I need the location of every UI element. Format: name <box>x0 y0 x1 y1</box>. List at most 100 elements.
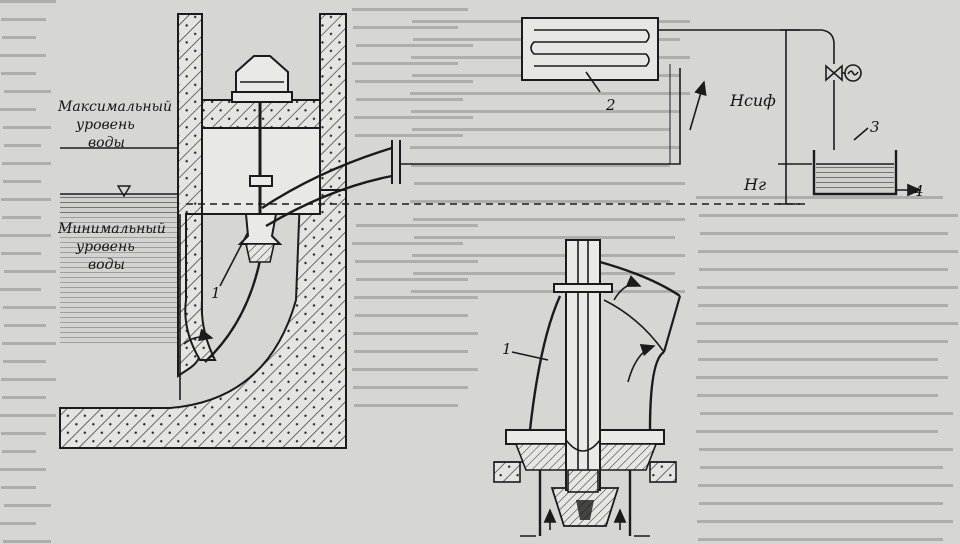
shaft-collar <box>553 283 613 293</box>
inflow-arrow-icon <box>183 328 214 345</box>
tank-3 <box>812 150 898 196</box>
printed-text-line <box>0 288 41 291</box>
pump-body <box>237 213 283 245</box>
printed-text-line <box>413 218 685 221</box>
printed-text-line <box>697 286 958 289</box>
printed-text-line <box>353 386 468 389</box>
printed-text-line <box>353 332 478 335</box>
printed-text-line <box>355 134 463 137</box>
printed-text-line <box>700 412 953 415</box>
elbow-right-wall <box>648 350 665 431</box>
printed-text-line <box>411 110 680 113</box>
printed-text-line <box>0 522 36 525</box>
leader-2 <box>585 71 601 93</box>
elbow-outlet-flange <box>662 295 682 353</box>
min-level-label-line2: уровень <box>76 239 135 255</box>
printed-text-line <box>414 236 675 239</box>
printed-text-line <box>0 54 46 57</box>
printed-text-line <box>698 484 953 487</box>
printed-text-line <box>354 116 473 119</box>
tank-3-water <box>816 164 894 192</box>
printed-text-line <box>355 314 468 317</box>
printed-text-line <box>696 430 938 433</box>
callout-1-left: 1 <box>211 284 221 302</box>
printed-text-line <box>1 486 36 489</box>
printed-text-line <box>2 216 41 219</box>
printed-text-line <box>1 18 46 21</box>
printed-text-line <box>4 504 51 507</box>
printed-text-line <box>414 182 685 185</box>
printed-text-line <box>410 92 690 95</box>
printed-text-line <box>1 378 56 381</box>
printed-text-line <box>356 44 473 47</box>
min-level-label-line3: воды <box>88 257 125 273</box>
printed-text-line <box>412 128 670 131</box>
printed-text-line <box>352 368 478 371</box>
printed-text-line <box>354 296 478 299</box>
printed-text-line <box>1 252 41 255</box>
leader-3 <box>853 127 869 141</box>
printed-text-line <box>0 0 56 3</box>
printed-text-line <box>3 306 56 309</box>
printed-text-line <box>0 234 51 237</box>
printed-text-line <box>697 394 938 397</box>
valve-icon <box>825 64 843 82</box>
suction-walls <box>538 470 632 536</box>
discharge-pipe-top <box>261 146 393 210</box>
elbow-left-wall <box>528 295 562 431</box>
printed-text-line <box>4 144 41 147</box>
printed-text-line <box>4 90 51 93</box>
pump-detail <box>493 239 682 537</box>
printed-text-line <box>356 278 468 281</box>
elbow-outer-top <box>599 260 681 297</box>
printed-text-line <box>1 432 46 435</box>
printed-text-line <box>356 224 478 227</box>
printed-text-line <box>0 108 36 111</box>
printed-text-line <box>2 342 56 345</box>
station-section <box>59 13 810 449</box>
printed-text-line <box>412 254 685 257</box>
printed-text-line <box>352 242 463 245</box>
siphon-system <box>400 17 922 205</box>
impeller <box>245 243 275 263</box>
printed-text-line <box>698 250 958 253</box>
motor-base <box>231 91 293 103</box>
printed-text-line <box>1 198 51 201</box>
lift-arrow-icon <box>689 80 707 131</box>
flow-arrow-right-icon <box>627 343 656 383</box>
geometric-height-label: Нг <box>744 175 767 194</box>
lower-water-body <box>60 214 180 344</box>
siphon-height-label: Нсиф <box>730 91 776 110</box>
curved-base <box>59 189 347 449</box>
printed-text-line <box>353 26 458 29</box>
upper-water-body <box>60 194 180 214</box>
detail-shaft-column <box>565 239 601 491</box>
printed-text-line <box>411 164 670 167</box>
printed-text-line <box>4 270 56 273</box>
min-level-label-line1: Минимальный <box>58 221 166 237</box>
printed-text-line <box>696 196 943 199</box>
printed-text-line <box>698 538 943 541</box>
printed-text-line <box>355 80 473 83</box>
printed-text-line <box>698 304 948 307</box>
vacuum-tank <box>521 17 659 81</box>
printed-text-line <box>3 540 51 543</box>
printed-text-line <box>3 180 41 183</box>
printed-text-line <box>2 450 36 453</box>
printed-text-line <box>3 126 51 129</box>
printed-text-line <box>354 404 458 407</box>
printed-text-line <box>410 200 670 203</box>
printed-text-line <box>4 324 46 327</box>
max-level-label-line2: уровень <box>76 117 135 133</box>
leader-1-left <box>219 231 249 287</box>
printed-text-line <box>699 214 958 217</box>
callout-3: 3 <box>870 118 880 136</box>
flow-arrow-top-icon <box>613 275 642 301</box>
printed-text-line <box>410 146 680 149</box>
callout-1-detail: 1 <box>502 340 512 358</box>
printed-text-line <box>700 466 943 469</box>
level-marker-icon <box>116 185 132 198</box>
printed-text-line <box>0 414 56 417</box>
